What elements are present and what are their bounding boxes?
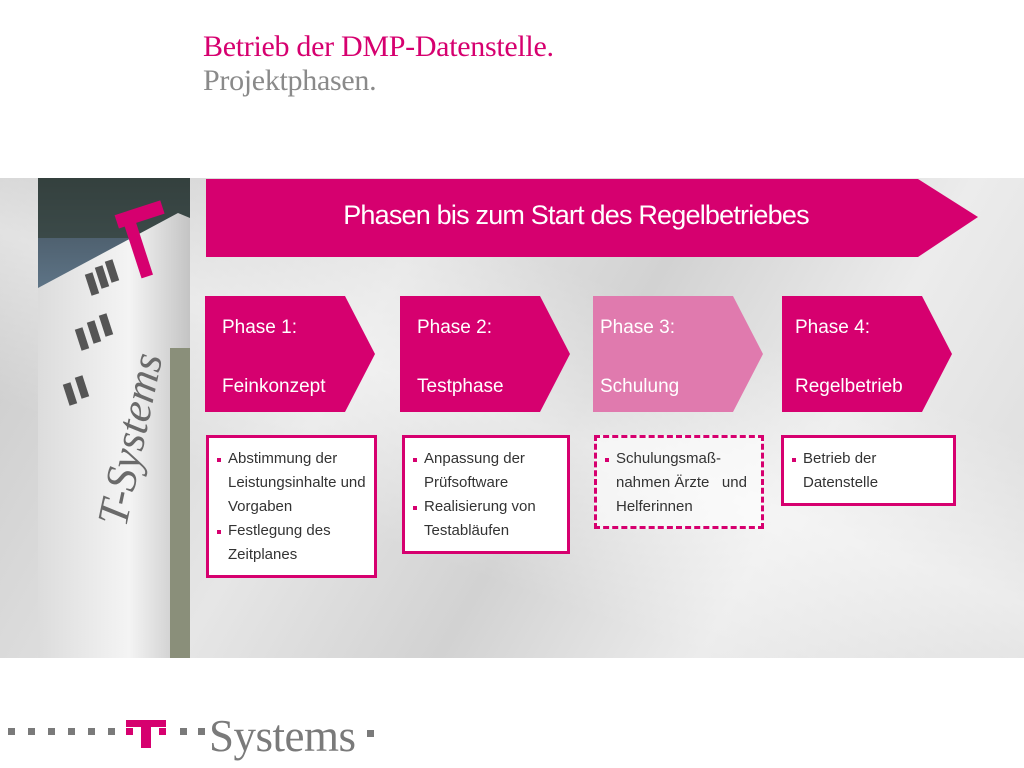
phase-2-details: Anpassung der Prüfsoftware Realisierung … [402, 435, 570, 554]
logo-dot [367, 730, 374, 737]
title-line-2: Projektphasen. [203, 64, 377, 97]
phase-1-number: Phase 1: [222, 317, 297, 338]
banner-arrow [206, 179, 978, 257]
t-logo-icon [114, 200, 165, 279]
phase-1-arrow: Phase 1: Feinkonzept [205, 296, 380, 412]
phase-4-name: Regelbetrieb [795, 376, 903, 397]
phase-4-number: Phase 4: [795, 317, 870, 338]
list-item: Schulungsmaß- nahmen Ärzte und Helferinn… [604, 447, 755, 519]
phase-3-arrow: Phase 3: Schulung [593, 296, 768, 412]
phase-1-name: Feinkonzept [222, 376, 326, 397]
t-logo-icon [8, 720, 205, 748]
phase-3-number: Phase 3: [600, 317, 675, 338]
list-item: Betrieb der Datenstelle [791, 447, 947, 495]
phase-1-details: Abstimmung der Leistungsinhalte und Vorg… [206, 435, 377, 578]
phase-3-name: Schulung [600, 376, 680, 397]
phase-2-name: Testphase [417, 376, 504, 397]
title-line-1: Betrieb der DMP-Datenstelle. [203, 30, 554, 63]
page-title: Betrieb der DMP-Datenstelle. Projektphas… [203, 30, 554, 98]
logo-text: Systems [209, 711, 356, 761]
list-item: Festlegung des Zeitplanes [216, 519, 368, 567]
list-item: Abstimmung der Leistungsinhalte und Vorg… [216, 447, 368, 519]
phase-2-number: Phase 2: [417, 317, 492, 338]
phase-4-arrow: Phase 4: Regelbetrieb [782, 296, 957, 412]
building-photo: T-Systems [38, 178, 190, 658]
phase-3-details: Schulungsmaß- nahmen Ärzte und Helferinn… [594, 435, 764, 529]
phase-4-details: Betrieb der Datenstelle [781, 435, 956, 506]
phase-2-arrow: Phase 2: Testphase [400, 296, 575, 412]
list-item: Realisierung von Testabläufen [412, 495, 561, 543]
list-item: Anpassung der Prüfsoftware [412, 447, 561, 495]
banner-title: Phasen bis zum Start des Regelbetriebes [343, 200, 809, 230]
